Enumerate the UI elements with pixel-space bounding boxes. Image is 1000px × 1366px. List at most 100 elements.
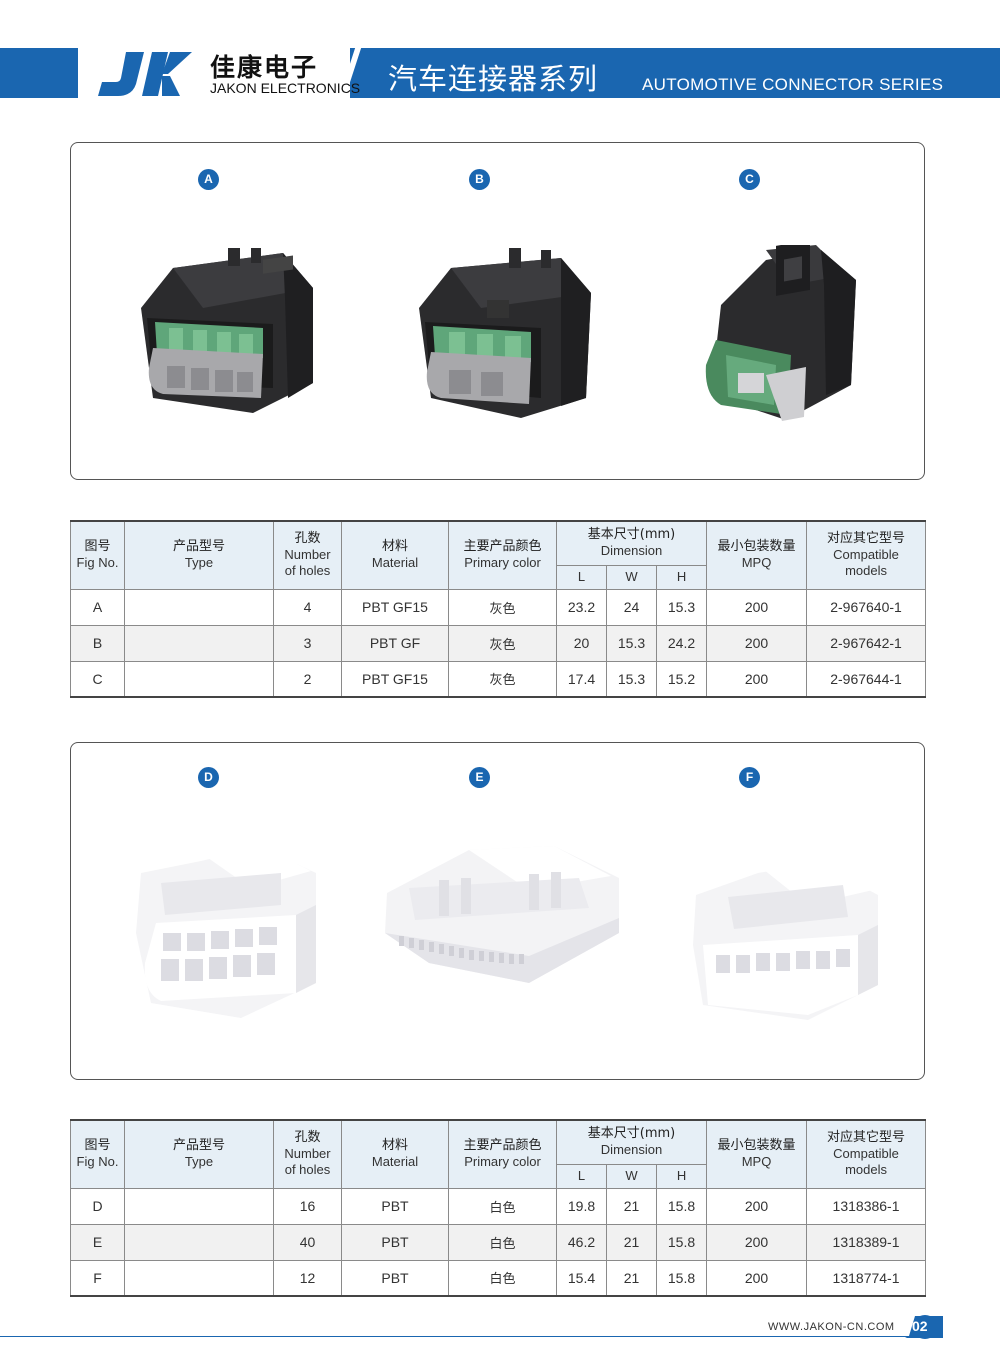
cell-color: 白色 <box>448 1259 557 1297</box>
cell-l: 23.2 <box>556 588 607 626</box>
cell-w: 15.3 <box>606 660 657 698</box>
cell-fig: A <box>70 588 125 626</box>
cell-color: 白色 <box>448 1187 557 1225</box>
header-title-bar <box>350 48 1000 98</box>
cell-w: 21 <box>606 1259 657 1297</box>
footer-rule <box>0 1336 910 1337</box>
brand-name-en: JAKON ELECTRONICS <box>210 80 361 96</box>
cell-l: 17.4 <box>556 660 607 698</box>
cell-mpq: 200 <box>706 1223 808 1261</box>
cell-fig: F <box>70 1259 125 1297</box>
product-panel-2: D E F <box>70 742 925 1080</box>
col-dimension-header: 基本尺寸(mm)Dimension <box>555 520 708 566</box>
cell-mpq: 200 <box>706 1259 808 1297</box>
page-number-tab-icon <box>903 1315 943 1339</box>
figure-badge-c: C <box>739 169 760 190</box>
cell-h: 15.3 <box>655 588 708 626</box>
header-accent-bar <box>0 48 78 98</box>
figure-badge-d: D <box>198 767 219 788</box>
cell-type <box>124 660 274 698</box>
connector-e-image <box>385 846 619 983</box>
footer-url[interactable]: WWW.JAKON-CN.COM <box>768 1321 895 1333</box>
table-row: A 4 PBT GF15 灰色 23.2 24 15.3 200 2-96764… <box>70 588 927 626</box>
cell-compat: 1318386-1 <box>806 1187 927 1225</box>
col-w-header: W <box>606 1163 657 1189</box>
cell-fig: E <box>70 1223 125 1261</box>
cell-fig: C <box>70 660 125 698</box>
table-row: D 16 PBT 白色 19.8 21 15.8 200 1318386-1 <box>70 1187 927 1225</box>
table-row: F 12 PBT 白色 15.4 21 15.8 200 1318774-1 <box>70 1259 927 1297</box>
connector-f-image <box>693 857 878 1020</box>
cell-h: 15.8 <box>655 1187 708 1225</box>
cell-material: PBT <box>341 1259 449 1297</box>
page-number: 02 <box>912 1318 928 1334</box>
cell-material: PBT GF15 <box>341 588 449 626</box>
connector-d-image <box>136 843 316 1018</box>
cell-mpq: 200 <box>706 624 808 662</box>
jk-logo-icon <box>98 52 192 96</box>
cell-color: 灰色 <box>448 588 557 626</box>
cell-holes: 40 <box>273 1223 342 1261</box>
cell-holes: 2 <box>273 660 342 698</box>
cell-h: 24.2 <box>655 624 708 662</box>
cell-holes: 12 <box>273 1259 342 1297</box>
cell-l: 15.4 <box>556 1259 607 1297</box>
cell-h: 15.8 <box>655 1223 708 1261</box>
cell-w: 15.3 <box>606 624 657 662</box>
cell-h: 15.2 <box>655 660 708 698</box>
col-l-header: L <box>556 1163 607 1189</box>
col-dimension-header: 基本尺寸(mm)Dimension <box>555 1119 708 1165</box>
cell-compat: 1318774-1 <box>806 1259 927 1297</box>
col-l-header: L <box>556 564 607 590</box>
cell-compat: 1318389-1 <box>806 1223 927 1261</box>
cell-mpq: 200 <box>706 1187 808 1225</box>
cell-type <box>124 624 274 662</box>
cell-color: 灰色 <box>448 660 557 698</box>
cell-material: PBT <box>341 1187 449 1225</box>
cell-color: 灰色 <box>448 624 557 662</box>
connector-a-image <box>141 248 313 413</box>
col-w-header: W <box>606 564 657 590</box>
figure-badge-b: B <box>469 169 490 190</box>
cell-fig: B <box>70 624 125 662</box>
cell-holes: 3 <box>273 624 342 662</box>
cell-holes: 4 <box>273 588 342 626</box>
cell-w: 21 <box>606 1187 657 1225</box>
cell-color: 白色 <box>448 1223 557 1261</box>
connector-c-image <box>705 245 856 421</box>
table-row: E 40 PBT 白色 46.2 21 15.8 200 1318389-1 <box>70 1223 927 1261</box>
product-panel-1: A B C <box>70 142 925 480</box>
series-title-en: AUTOMOTIVE CONNECTOR SERIES <box>642 75 944 94</box>
cell-material: PBT GF15 <box>341 660 449 698</box>
col-h-header: H <box>655 564 708 590</box>
series-title-cn: 汽车连接器系列 <box>388 62 599 96</box>
cell-type <box>124 1223 274 1261</box>
connector-b-image <box>419 248 591 418</box>
col-h-header: H <box>655 1163 708 1189</box>
cell-holes: 16 <box>273 1187 342 1225</box>
cell-l: 19.8 <box>556 1187 607 1225</box>
cell-material: PBT <box>341 1223 449 1261</box>
figure-badge-e: E <box>469 767 490 788</box>
table-row: B 3 PBT GF 灰色 20 15.3 24.2 200 2-967642-… <box>70 624 927 662</box>
cell-compat: 2-967642-1 <box>806 624 927 662</box>
cell-compat: 2-967644-1 <box>806 660 927 698</box>
brand-name-cn: 佳康电子 <box>210 53 319 82</box>
cell-l: 46.2 <box>556 1223 607 1261</box>
table-row: C 2 PBT GF15 灰色 17.4 15.3 15.2 200 2-967… <box>70 660 927 698</box>
